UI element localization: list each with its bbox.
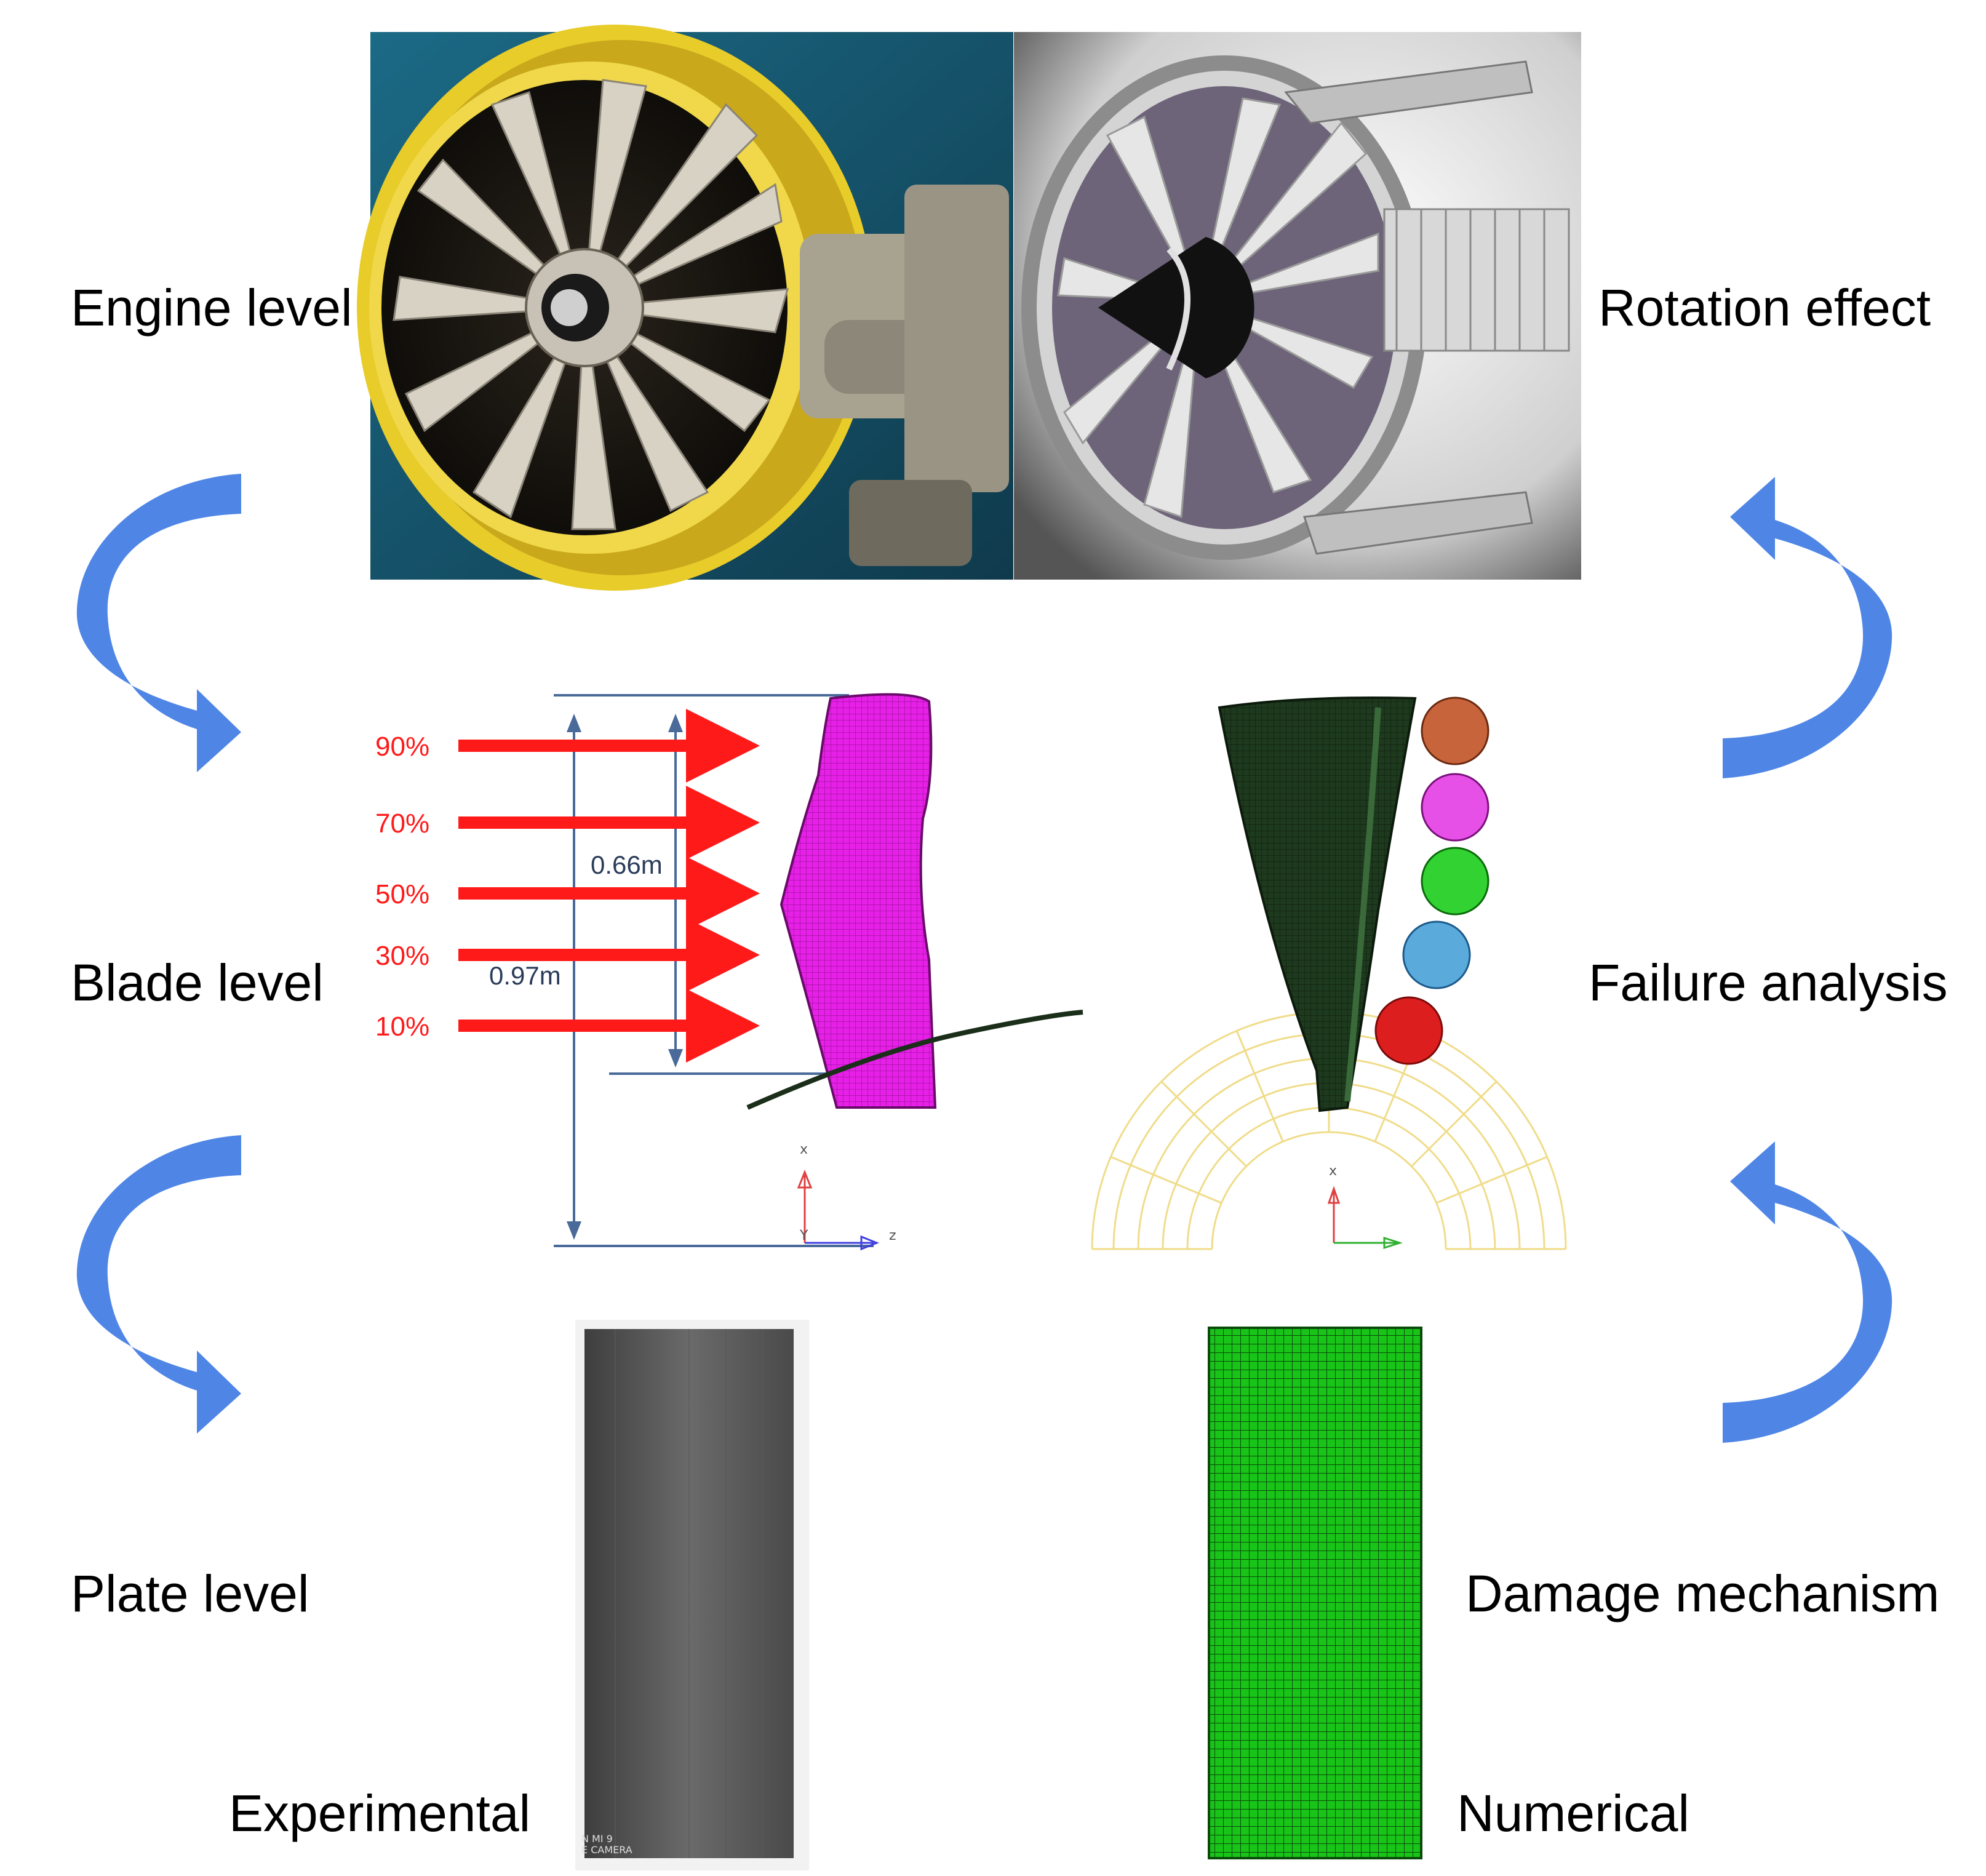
impact-height-70: 70% [375, 808, 430, 839]
blade-impact-schematic [458, 693, 1083, 1251]
numerical-label: Numerical [1457, 1784, 1690, 1842]
blade-axis-x-label: x [800, 1142, 808, 1157]
camera-watermark-line1: N MI 9 [581, 1833, 613, 1845]
blade-mesh [780, 693, 937, 1109]
experimental-plate-photo [575, 1320, 809, 1870]
bird-1 [1421, 697, 1490, 765]
blade-axis-z-label: z [889, 1228, 896, 1243]
bird-2 [1421, 773, 1490, 842]
blade-axis-y-label: Y [800, 1228, 808, 1243]
camera-watermark-line2: E CAMERA [581, 1844, 632, 1856]
failure-analysis-label: Failure analysis [1589, 954, 1948, 1012]
failure-blade [1218, 697, 1417, 1112]
dimension-outer: 0.97m [489, 961, 561, 990]
engine-cad-model [1014, 32, 1581, 580]
arrow-damage-to-failure [1723, 1141, 1892, 1443]
arrow-engine-to-blade [76, 474, 241, 772]
numerical-plate-mesh [1208, 1327, 1422, 1859]
bird-5 [1374, 996, 1443, 1065]
plate-level-label: Plate level [71, 1565, 309, 1623]
bird-4 [1402, 920, 1471, 989]
arrow-failure-to-rotation [1723, 477, 1892, 778]
engine-photo [357, 25, 1013, 591]
engine-level-label: Engine level [71, 279, 353, 337]
failure-model [1091, 697, 1567, 1250]
failure-axis-x-label: x [1329, 1164, 1338, 1179]
dimension-inner: 0.66m [591, 850, 663, 879]
process-arrows [76, 474, 1892, 1443]
impact-height-50: 50% [375, 879, 430, 909]
impact-height-10: 10% [375, 1012, 430, 1042]
rotation-effect-label: Rotation effect [1598, 279, 1931, 337]
blade-level-label: Blade level [71, 954, 324, 1012]
impact-height-90: 90% [375, 732, 430, 762]
experimental-label: Experimental [229, 1784, 531, 1842]
damage-mechanism-label: Damage mechanism [1466, 1565, 1940, 1623]
arrow-blade-to-plate [76, 1135, 241, 1434]
bird-3 [1421, 847, 1490, 916]
impact-height-30: 30% [375, 941, 430, 971]
